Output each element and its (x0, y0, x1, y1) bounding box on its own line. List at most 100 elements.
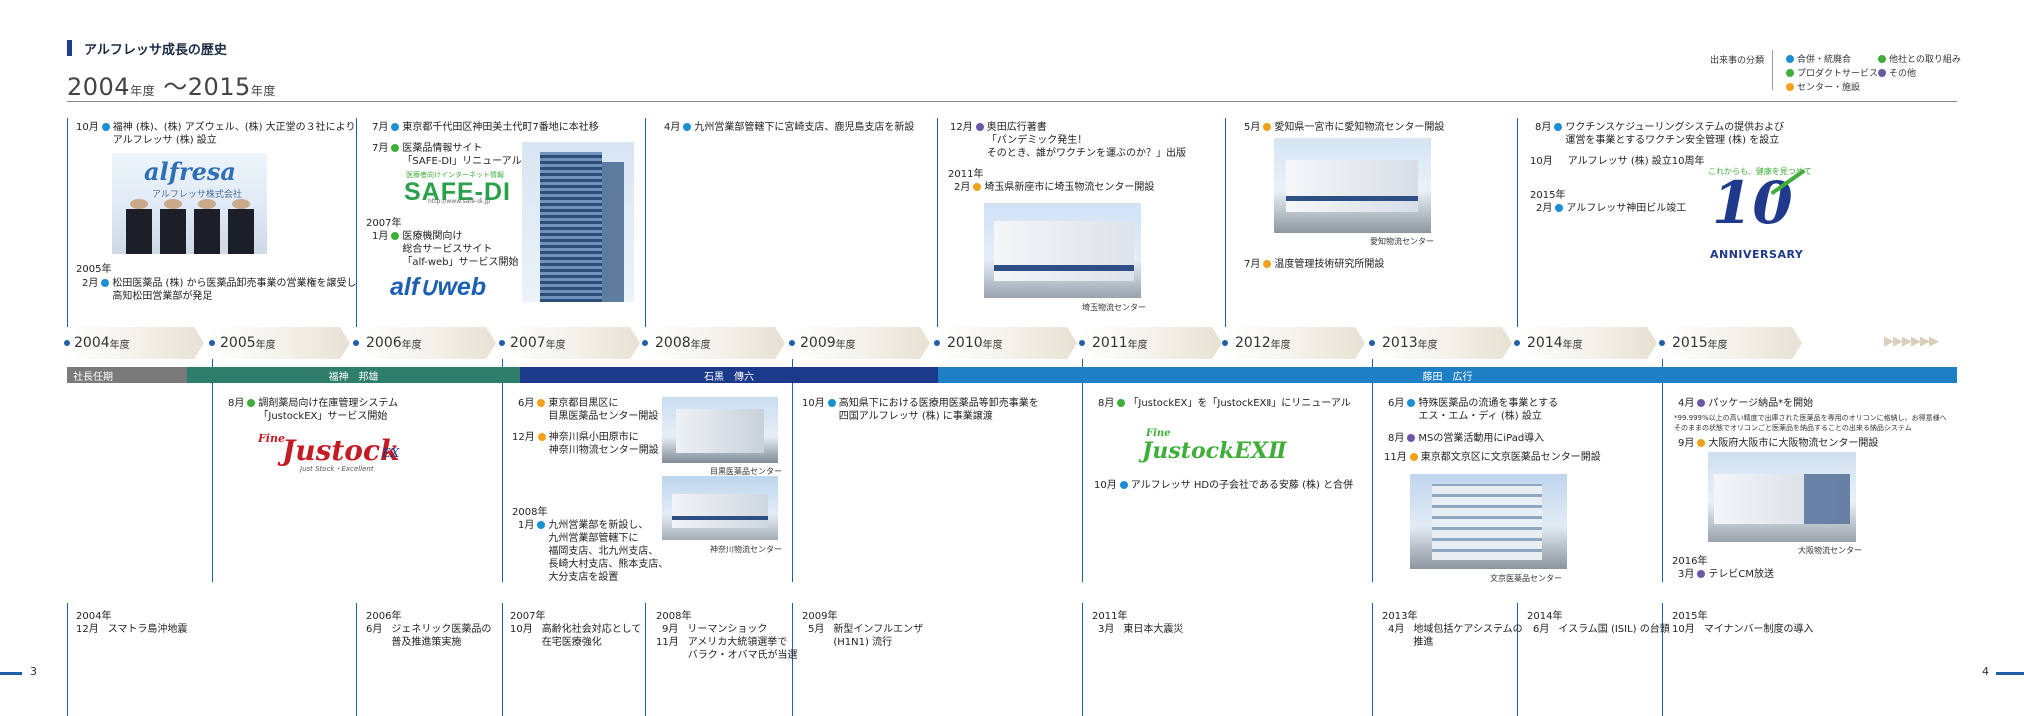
event-2013-bunkyo: 11月 東京都文京区に文京医薬品センター開設 (1384, 452, 1601, 463)
warehouse-wall (994, 221, 1134, 281)
orange-dot-icon (1786, 82, 1794, 91)
event-2007-alfweb: 1月 医療機関向け 総合サービスサイト 「alf-web」サービス開始 (372, 231, 519, 268)
event-2006-head-office: 7月 東京都千代田区神田美土代町7番地に本社移 (372, 122, 599, 133)
blue-dot-icon (1119, 481, 1128, 489)
timeline-connector (1662, 342, 1663, 582)
alfresa-logo: alfresa (144, 157, 236, 186)
green-dot-icon (1117, 399, 1126, 407)
person-suit (126, 209, 152, 254)
anniversary-number: 10 (1712, 169, 1793, 237)
event-2015-osaka: 9月 大阪府大阪市に大阪物流センター開設 (1678, 438, 1879, 449)
world-event-2008: 2008年 9月リーマンショック 11月アメリカ大統領選挙で バラク・オバマ氏が… (656, 611, 798, 661)
justock-fine-logo: Fine (258, 432, 285, 445)
year-range: 2004年度 ～2015年度 (67, 73, 276, 101)
sub-year: 2007年 (366, 218, 402, 229)
header-rule (67, 101, 1957, 102)
person-head (164, 199, 182, 209)
safedi-tagline: 医療者向けインターネット情報 (406, 171, 504, 179)
world-connector (67, 603, 68, 716)
anniversary-tagline: これからも、健康を見つめて (1708, 167, 1812, 176)
blue-dot-icon (1555, 204, 1564, 212)
green-dot-icon (391, 144, 400, 152)
world-event-2009: 2009年 5月新型インフルエンザ (H1N1) 流行 (802, 611, 924, 648)
photo-caption: 神奈川物流センター (710, 545, 782, 554)
safedi-url: http://www.safe-di.jp (428, 198, 491, 205)
president-ishiguro: 石黒 傳六 (520, 367, 938, 383)
event-2014-10th-anniversary: 10月 アルフレッサ (株) 設立10周年 (1530, 156, 1705, 167)
blue-dot-icon (101, 279, 110, 287)
page-marker-left (0, 672, 22, 675)
founding-ceremony-photo: alfresa アルフレッサ株式会社 (112, 153, 267, 254)
person-head (198, 199, 216, 209)
person-suit (228, 209, 254, 254)
year-marker-dot (934, 340, 940, 346)
bunkyo-center-photo (1410, 474, 1567, 569)
person-head (130, 199, 148, 209)
purple-dot-icon (975, 123, 984, 131)
page-title: アルフレッサ成長の歴史 (84, 43, 227, 58)
timeline-continue-arrows: ▶▶▶▶▶▶ (1884, 334, 1939, 349)
package-delivery-note: *99.999%以上の高い精度で出庫された医薬品を専用のオリコンに格納し、お得意… (1674, 414, 1947, 432)
legend-divider (1772, 50, 1773, 90)
green-dot-icon (1786, 68, 1794, 77)
timeline-connector (645, 118, 646, 342)
event-2011-saitama: 2月 埼玉県新座市に埼玉物流センター開設 (954, 182, 1155, 193)
orange-dot-icon (973, 183, 982, 191)
sub-year: 2011年 (948, 169, 984, 180)
event-2011-justockex2: 8月 「JustockEX」を「JustockEXⅡ」にリニューアル (1098, 398, 1351, 409)
justock2-logo: JustockEXⅡ (1142, 438, 1287, 464)
warehouse-stripe (994, 265, 1134, 271)
event-2010-book: 12月 奥田広行著書 「パンデミック発生！ そのとき、誰がワクチンを運ぶのか？」… (950, 122, 1187, 159)
president-fujita: 藤田 広行 (938, 367, 1957, 383)
world-connector (645, 603, 646, 716)
world-connector (1517, 603, 1518, 716)
page-marker-right (1996, 672, 2024, 675)
sub-year: 2008年 (512, 507, 548, 518)
year-marker-dot (499, 340, 505, 346)
event-2007-meguro: 6月 東京都目黒区に 目黒医薬品センター開設 (518, 398, 659, 422)
blue-dot-icon (1786, 54, 1794, 63)
green-dot-icon (1878, 54, 1886, 63)
warehouse-stripe (672, 516, 768, 520)
justock-logo: Justock (282, 434, 400, 467)
purple-dot-icon (1697, 399, 1706, 407)
anniversary-word: ANNIVERSARY (1710, 248, 1804, 261)
event-2012-aichi: 5月 愛知県一宮市に愛知物流センター開設 (1244, 122, 1445, 133)
event-2015-kanda-building: 2月 アルフレッサ神田ビル竣工 (1536, 203, 1687, 214)
world-event-2011: 2011年 3月東日本大震災 (1092, 611, 1184, 635)
sub-year: 2005年 (76, 264, 112, 275)
world-connector (1372, 603, 1373, 716)
timeline-connector (792, 342, 793, 582)
event-2012-temperature-lab: 7月 温度管理技術研究所開設 (1244, 259, 1385, 270)
orange-dot-icon (1697, 439, 1706, 447)
legend-item-product: プロダクトサービス (1786, 66, 1878, 79)
legend-item-merger: 合併・統廃合 (1786, 52, 1851, 65)
world-event-2015: 2015年 10月マイナンバー制度の導入 (1672, 611, 1814, 635)
person-head (232, 199, 250, 209)
purple-dot-icon (1697, 570, 1706, 578)
event-2008-kyushu: 1月 九州営業部を新設し、 九州営業部管轄下に 福岡支店、北九州支店、 長崎大村… (518, 520, 669, 583)
purple-dot-icon (1878, 68, 1886, 77)
photo-caption: 大阪物流センター (1798, 546, 1862, 555)
warehouse-stripe (1286, 196, 1418, 201)
timeline-connector (67, 118, 68, 342)
legend-title: 出来事の分類 (1710, 56, 1765, 66)
year-marker-dot (209, 340, 215, 346)
photo-caption: 愛知物流センター (1370, 237, 1434, 246)
orange-dot-icon (1263, 123, 1272, 131)
timeline-connector (1082, 342, 1083, 582)
timeline-connector (212, 342, 213, 582)
warehouse-glass (1804, 474, 1850, 524)
event-2013-ipad: 8月 MSの営業活動用にiPad導入 (1388, 433, 1545, 444)
year-marker-dot (1079, 340, 1085, 346)
event-2011-ando-merger: 10月 アルフレッサ HDの子会社である安藤 (株) と合併 (1094, 480, 1354, 491)
world-connector (792, 603, 793, 716)
blue-dot-icon (1554, 123, 1563, 131)
blue-dot-icon (537, 521, 546, 529)
world-connector (502, 603, 503, 716)
